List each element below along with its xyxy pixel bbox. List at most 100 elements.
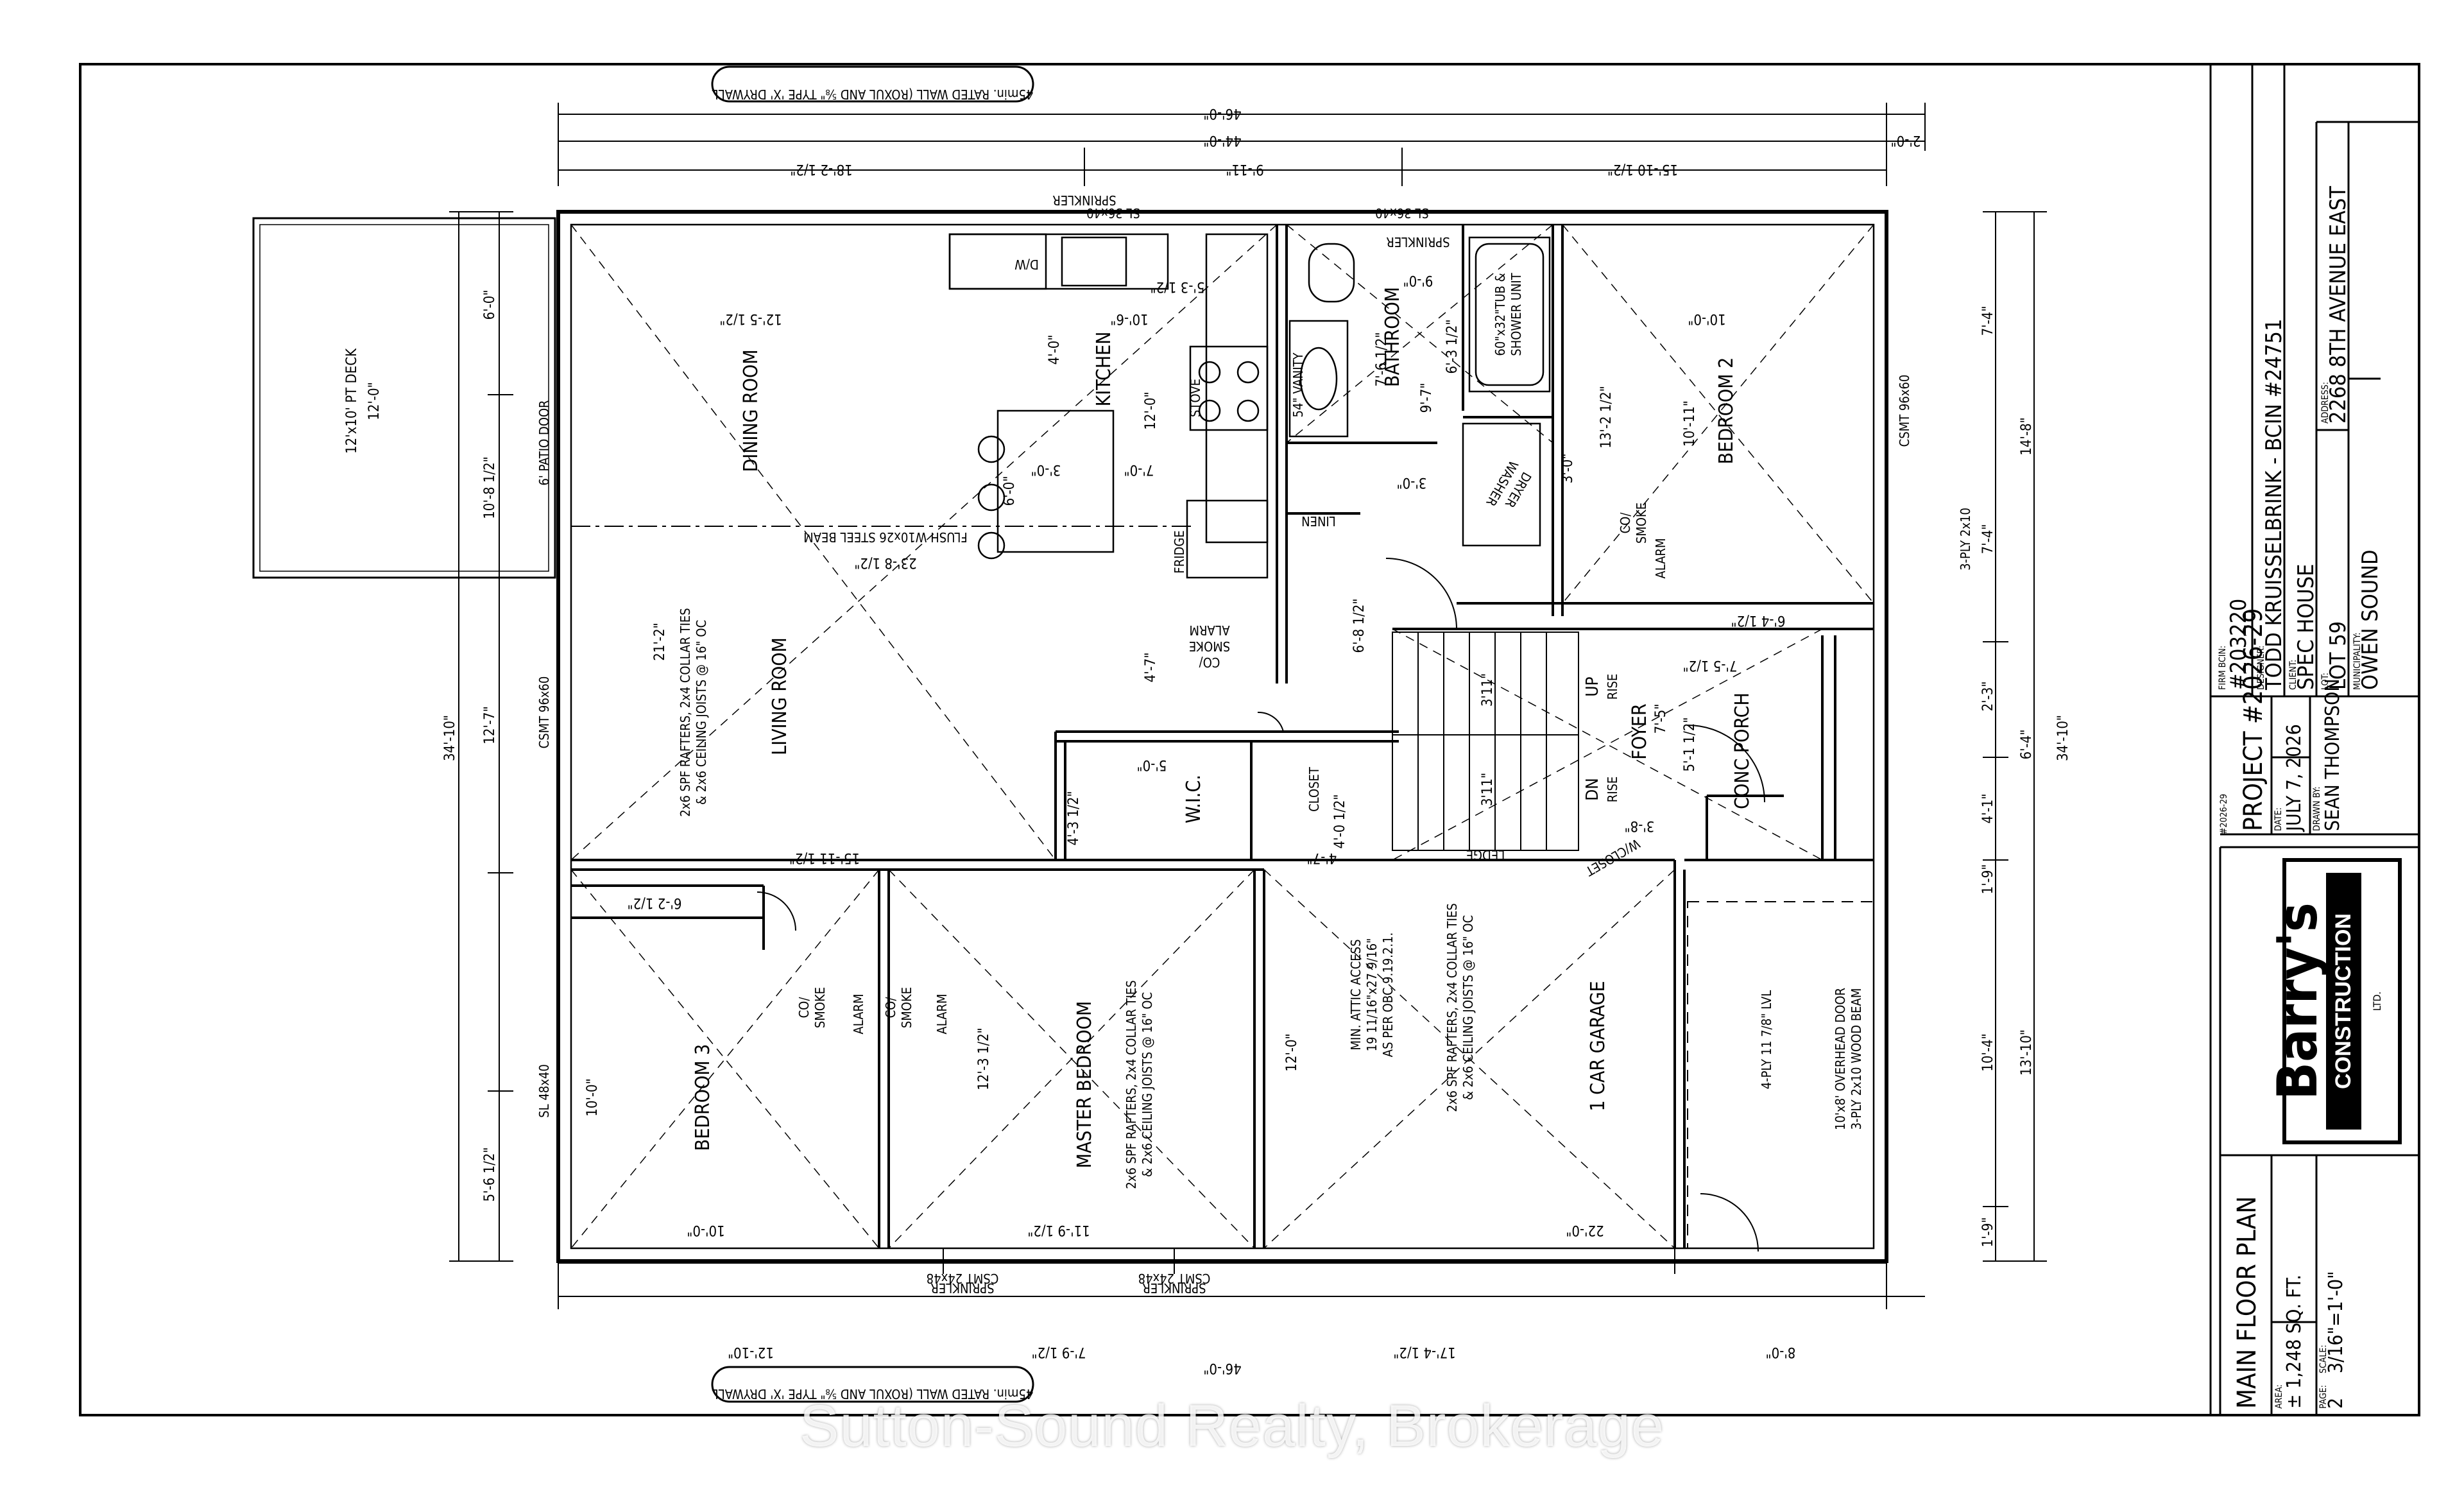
tb-date-label: DATE:	[2273, 807, 2284, 831]
dim-kit-6: 6'-0"	[1002, 476, 1018, 506]
dim-right-148: 14'-8"	[2019, 417, 2035, 455]
tb-date: JULY 7, 2026	[2283, 724, 2306, 832]
tb-designer-label: DESIGNER:	[2256, 646, 2266, 690]
dim-bath-30: 3'-0"	[1397, 474, 1427, 490]
room-living: LIVING ROOM	[769, 637, 791, 755]
dim-gar-12: 12'-0"	[1284, 1033, 1300, 1071]
dim-top-44: 44'-0"	[1203, 132, 1241, 148]
attic-note-3: AS PER OBC 9.19.2.1.	[1380, 933, 1396, 1057]
alarm-living-3: ALARM	[1189, 623, 1229, 638]
tb-sheet-title: MAIN FLOOR PLAN	[2232, 1196, 2262, 1409]
bathroom-fixtures	[1288, 236, 1551, 547]
dim-mb-119: 11'-9 1/2"	[1027, 1222, 1090, 1238]
exterior-walls	[556, 210, 1888, 1263]
stairs	[1392, 632, 1579, 851]
room-kitchen: KITCHEN	[1093, 332, 1115, 407]
rafter-note-garage-2: & 2x6 CEILING JOISTS @ 16" OC	[1460, 915, 1476, 1100]
title-block-frame	[2219, 64, 2419, 1415]
room-foyer: FOYER	[1629, 703, 1651, 759]
dim-right-74b: 7'-4"	[1980, 524, 1996, 555]
tb-scale: 3/16"=1'-0"	[2325, 1271, 2347, 1373]
tb-client-label: CLIENT:	[2288, 660, 2298, 690]
dimension-lines	[449, 103, 2047, 1309]
dim-top-911: 9'-11"	[1226, 161, 1263, 177]
room-garage: 1 CAR GARAGE	[1587, 981, 1609, 1111]
sheet-border	[79, 63, 2420, 1416]
alarm-master-3: ALARM	[934, 993, 950, 1034]
attic-note-1: MIN. ATTIC ACCESS	[1348, 940, 1364, 1051]
alarm-bed2-2: SMOKE	[1634, 503, 1649, 544]
dim-wic-5: 5'-0"	[1137, 757, 1167, 773]
dim-top-46: 46'-0"	[1203, 105, 1241, 121]
sprinkler-top-1: SPRINKLER	[1052, 193, 1116, 208]
alarm-master-2: SMOKE	[899, 987, 914, 1028]
fridge-label: FRIDGE	[1172, 530, 1187, 573]
room-bedroom-2: BEDROOM 2	[1715, 357, 1738, 465]
stair-rise-2: RISE	[1605, 777, 1620, 803]
rafter-note-master-2: & 2x6 CEILING JOISTS @ 16" OC	[1140, 992, 1155, 1177]
wood-beam-note: 3-PLY 2x10 WOOD BEAM	[1849, 988, 1864, 1130]
dim-b3-10: 10'-0"	[585, 1078, 601, 1116]
room-wic: W.I.C.	[1183, 775, 1205, 823]
dim-right-74a: 7'-4"	[1980, 306, 1996, 336]
dim-stair-311b: 3'11"	[1480, 773, 1496, 806]
dishwasher-label: D/W	[1014, 257, 1039, 272]
dim-bed2-64: 6'-4 1/2"	[1731, 612, 1786, 628]
alarm-master-1: CO/	[883, 997, 898, 1019]
tb-firm-bcin: #203220	[2226, 599, 2252, 690]
kitchen-fixtures	[948, 233, 1269, 579]
tb-project-label: #2026-29	[2219, 794, 2229, 834]
tb-firm-bcin-label: FIRM BCIN:	[2218, 646, 2228, 690]
dim-right-1310: 13'-10"	[2019, 1029, 2035, 1076]
tb-municipality-label: MUNICIPALITY:	[2352, 632, 2363, 690]
wcloset-label: W/CLOSET	[1582, 836, 1643, 879]
tb-lot-label: LOT:	[2320, 673, 2331, 690]
dim-top-2: 2'-0"	[1891, 132, 1921, 148]
tb-client: SPEC HOUSE	[2293, 564, 2319, 691]
dim-living-h: 21'-2"	[652, 623, 668, 660]
dim-bot-174: 17'-4 1/2"	[1393, 1344, 1456, 1360]
stair-up-label: UP	[1583, 676, 1602, 696]
room-porch: CONC PORCH	[1731, 692, 1754, 809]
dim-right-19b: 1'-9"	[1980, 1217, 1996, 1248]
attic-note-2: 19 11/16"x27 9/16"	[1364, 938, 1380, 1052]
wall-note-top-text: 45min. RATED WALL (ROXUL AND ⅝" TYPE 'X'…	[712, 87, 1034, 102]
dim-bot-8: 8'-0"	[1766, 1344, 1796, 1360]
dim-bath-9: 9'-0"	[1403, 272, 1433, 288]
tb-area-label: AREA:	[2274, 1384, 2284, 1409]
logo-ltd: LTD.	[2371, 992, 2383, 1011]
wall-note-bottom-text: 45min. RATED WALL (ROXUL AND ⅝" TYPE 'X'…	[712, 1386, 1034, 1402]
watermark: Sutton-Sound Realty, Brokerage	[800, 1393, 1664, 1459]
dim-left-127: 12'-7"	[482, 706, 498, 744]
linen-label: LINEN	[1301, 513, 1336, 529]
alarm-bed3-3: ALARM	[851, 993, 866, 1034]
deck-label-2: 12'-0"	[366, 382, 382, 420]
room-closet: CLOSET	[1306, 766, 1322, 812]
room-bathroom: BATHROOM	[1382, 287, 1404, 387]
dim-kit-53: 5'-3 1/2"	[1151, 279, 1205, 295]
wall-note-top	[711, 65, 1034, 103]
dim-foyer-75b: 7'-5 1/2"	[1683, 657, 1738, 673]
sprinkler-top-2: SPRINKLER	[1386, 234, 1450, 250]
dim-foyer-75: 7'-5"	[1653, 704, 1669, 734]
window-sl48: SL 48x40	[536, 1064, 552, 1118]
sprinkler-bot-2: SPRINKLER	[1142, 1280, 1206, 1296]
tb-address: 2268 8TH AVENUE EAST	[2325, 186, 2351, 424]
dim-kit-4: 4'-0"	[1047, 335, 1063, 365]
wall-note-bottom	[711, 1366, 1034, 1403]
stair-rise-1: RISE	[1605, 674, 1620, 700]
alarm-bed2-3: ALARM	[1653, 538, 1668, 578]
window-sl36-1: SL 36x40	[1086, 205, 1140, 221]
sprinkler-bot-1: SPRINKLER	[930, 1280, 994, 1296]
dim-kit-7: 7'-0"	[1124, 461, 1154, 477]
window-csmt96-living: CSMT 96x60	[536, 676, 552, 749]
patio-door-label: 6' PATIO DOOR	[536, 400, 552, 485]
dim-bed2-1011: 10'-11"	[1682, 400, 1698, 447]
room-dining: DINING ROOM	[740, 349, 762, 472]
rafter-note-garage-1: 2x6 SPF RAFTERS, 2x4 COLLAR TIES	[1444, 903, 1460, 1112]
dim-bot-79: 7'-9 1/2"	[1032, 1344, 1086, 1360]
dim-right-41: 4'-1"	[1980, 794, 1996, 824]
dim-b3-62: 6'-2 1/2"	[628, 895, 682, 911]
tub-label-1: 60"x32"TUB &	[1493, 273, 1508, 356]
dim-mb-123: 12'-3 1/2"	[976, 1027, 992, 1090]
